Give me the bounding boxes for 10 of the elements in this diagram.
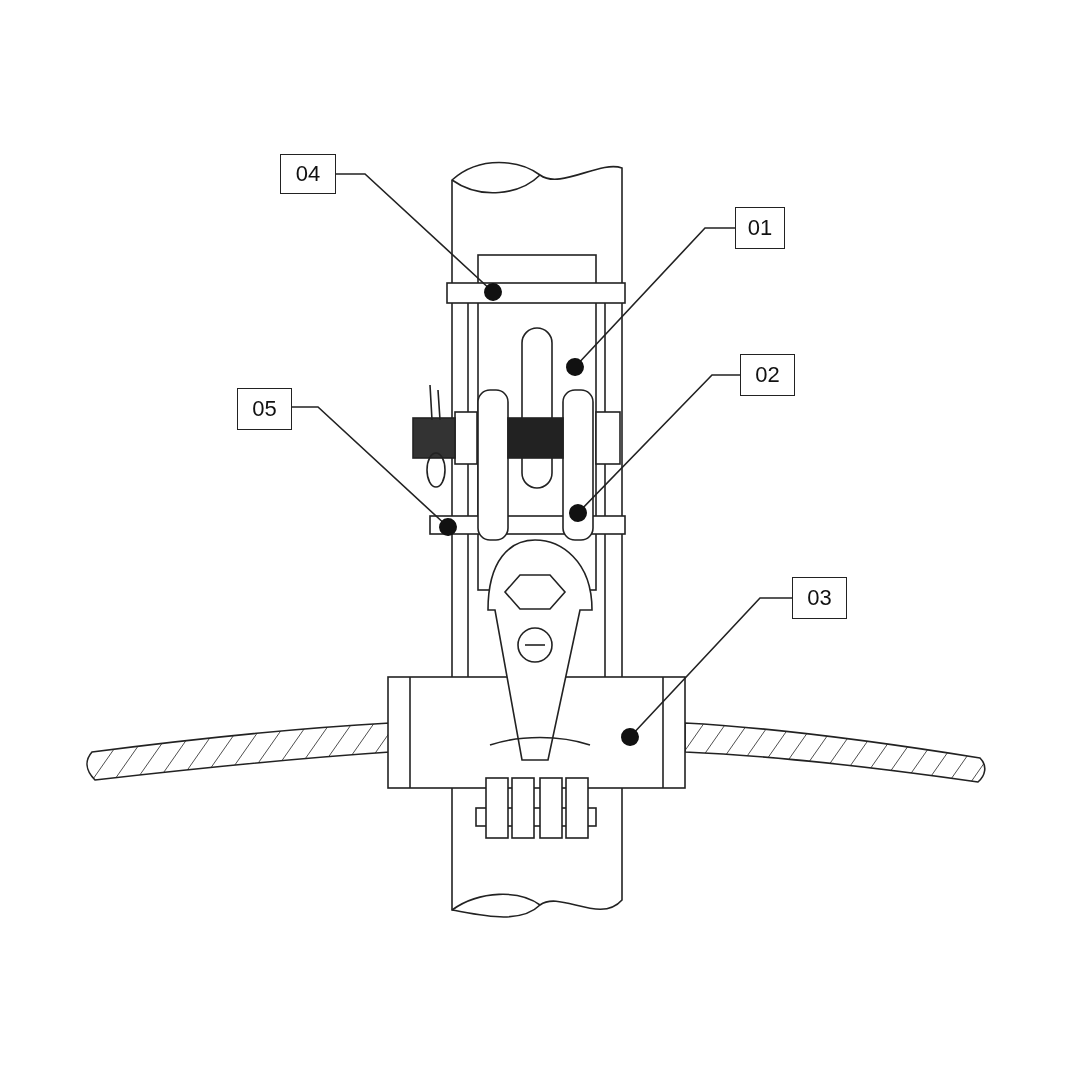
callout-number: 02	[740, 354, 795, 396]
leader-line	[291, 406, 457, 536]
callout-number: 04	[280, 154, 336, 194]
leader-line	[566, 227, 736, 376]
leader-line	[335, 173, 502, 301]
leader-line	[621, 597, 793, 746]
callout-number: 01	[735, 207, 785, 249]
callout-number: 03	[792, 577, 847, 619]
callout-number: 05	[237, 388, 292, 430]
leader-line	[569, 374, 741, 522]
